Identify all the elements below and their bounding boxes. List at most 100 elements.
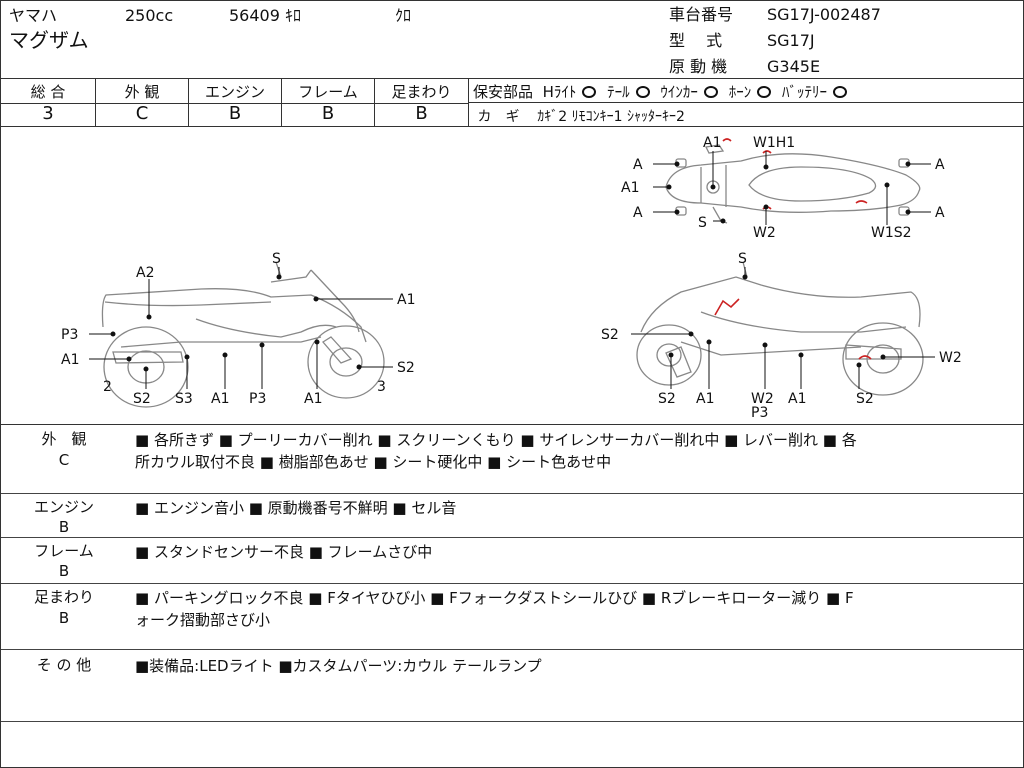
type-label: 型 式 (669, 31, 723, 50)
ok-circle-icon (635, 86, 650, 98)
remark-text: ■ エンジン音小 ■ 原動機番号不鮮明 ■ セル音 (135, 497, 1015, 519)
remark-line: 所カウル取付不良 ■ 樹脂部色あせ ■ シート硬化中 ■ シート色あせ中 (135, 453, 612, 471)
color: ｸﾛ (395, 6, 412, 25)
keys-value: ｶｷﾞ2 ﾘﾓｺﾝｷｰ1 ｼｬｯﾀｰｷｰ2 (537, 109, 685, 125)
ok-circle-icon (833, 86, 848, 98)
remark-line: ■装備品:LEDライト ■カスタムパーツ:カウル テールランプ (135, 657, 542, 675)
safety-row: 保安部品 Hﾗｲﾄ ﾃｰﾙ ｳｲﾝｶｰ ﾎｰﾝ ﾊﾞｯﾃﾘｰ (473, 81, 853, 102)
grade-exterior: 外 観 C (96, 79, 189, 127)
safety-divider (469, 102, 1024, 103)
top-view-scooter (665, 144, 921, 224)
ok-circle-icon (757, 86, 772, 98)
remark-line: ■ パーキングロック不良 ■ Fタイヤひび小 ■ Fフォークダストシールひび ■… (135, 589, 854, 607)
grade-label: 外 観 (124, 83, 160, 101)
damage-mark (722, 138, 732, 142)
remark-label: フレーム (34, 542, 94, 560)
diagram-label: S3 (175, 391, 193, 407)
remark-text: ■ 各所きず ■ プーリーカバー削れ ■ スクリーンくもり ■ サイレンサーカバ… (135, 429, 1015, 473)
diagram-label: A (633, 157, 643, 173)
diagram-label: S (738, 251, 747, 267)
diagram-label: S (272, 251, 281, 267)
grade-label: 足まわり (391, 83, 452, 101)
grade-value: B (321, 103, 335, 124)
diagram-label: S2 (397, 360, 415, 376)
remark-label: そ の 他 (36, 656, 92, 674)
remark-label: エンジン (33, 498, 94, 516)
grade-engine: エンジン B (189, 79, 282, 127)
diagram-label: P3 (751, 405, 768, 421)
damage-mark (858, 355, 872, 360)
remark-text: ■装備品:LEDライト ■カスタムパーツ:カウル テールランプ (135, 655, 1015, 677)
remark-text: ■ スタンドセンサー不良 ■ フレームさび中 (135, 541, 1015, 563)
remark-suspension: 足まわり B ■ パーキングロック不良 ■ Fタイヤひび小 ■ Fフォークダスト… (1, 587, 1024, 645)
remark-other: そ の 他 ■装備品:LEDライト ■カスタムパーツ:カウル テールランプ (1, 655, 1024, 715)
engine-label: 原 動 機 (669, 57, 728, 76)
safety-item: ﾎｰﾝ (728, 83, 752, 101)
diagram-label: A1 (703, 135, 721, 151)
grade-suspension: 足まわり B (375, 79, 469, 127)
remark-label: 足まわり (33, 588, 94, 606)
remark-label: 外 観 (41, 430, 87, 448)
diagram-label: A1 (304, 391, 322, 407)
separator (1, 721, 1024, 722)
safety-item: ｳｲﾝｶｰ (660, 83, 698, 101)
remark-engine: エンジン B ■ エンジン音小 ■ 原動機番号不鮮明 ■ セル音 (1, 497, 1024, 537)
remark-text: ■ パーキングロック不良 ■ Fタイヤひび小 ■ Fフォークダストシールひび ■… (135, 587, 1015, 631)
separator (1, 493, 1024, 494)
safety-item: ﾊﾞｯﾃﾘｰ (782, 83, 828, 101)
keys-label: カ ギ (477, 109, 520, 125)
safety-title: 保安部品 (473, 83, 534, 101)
separator (1, 649, 1024, 650)
maker: ヤマハ (9, 6, 58, 25)
remark-grade: B (58, 518, 70, 536)
diagram-label: P3 (61, 327, 78, 343)
frame-no-label: 車台番号 (669, 5, 734, 24)
grade-value: 3 (42, 103, 54, 124)
diagram-label: W2 (939, 350, 962, 366)
diagram-label: W1S2 (871, 225, 912, 241)
diagram-label: 2 (103, 379, 112, 395)
damage-mark (714, 298, 740, 316)
diagram-label: A (935, 157, 945, 173)
safety-parts: 保安部品 Hﾗｲﾄ ﾃｰﾙ ｳｲﾝｶｰ ﾎｰﾝ ﾊﾞｯﾃﾘｰ カ ギ ｶｷﾞ2 … (469, 79, 1024, 127)
diagram-label: A1 (61, 352, 79, 368)
grade-label: エンジン (204, 83, 265, 101)
grade-label: フレーム (298, 83, 358, 101)
damage-mark (855, 200, 868, 204)
type-value: SG17J (767, 31, 815, 50)
diagram-label: P3 (249, 391, 266, 407)
safety-item: Hﾗｲﾄ (542, 83, 577, 101)
grades-divider (1, 103, 468, 104)
remark-grade: B (58, 609, 70, 627)
right-side-scooter (636, 261, 924, 396)
mileage: 56409 ｷﾛ (229, 6, 301, 25)
keys-row: カ ギ ｶｷﾞ2 ﾘﾓｺﾝｷｰ1 ｼｬｯﾀｰｷｰ2 (473, 106, 685, 126)
remark-line: ■ エンジン音小 ■ 原動機番号不鮮明 ■ セル音 (135, 499, 457, 517)
diagram-label: W2 (751, 391, 774, 407)
safety-item: ﾃｰﾙ (607, 83, 630, 101)
grade-overall: 総 合 3 (1, 79, 96, 127)
diagram-label: S2 (856, 391, 874, 407)
diagram-label: W1H1 (753, 135, 795, 151)
remark-grade: C (58, 451, 70, 469)
engine-value: G345E (767, 57, 821, 76)
ok-circle-icon (582, 86, 597, 98)
diagram-label: A (633, 205, 643, 221)
grades-row: 総 合 3 外 観 C エンジン B フレーム B 足まわり B 保安部品 Hﾗ… (1, 79, 1024, 127)
grade-label: 総 合 (30, 83, 66, 101)
diagram-label: S2 (601, 327, 619, 343)
header: ヤマハ 250cc 56409 ｷﾛ ｸﾛ マグザム 車台番号 SG17J-00… (1, 1, 1024, 79)
frame-no: SG17J-002487 (767, 5, 881, 24)
displacement: 250cc (125, 6, 174, 25)
damage-mark (762, 150, 772, 154)
remarks-section: 外 観 C ■ 各所きず ■ プーリーカバー削れ ■ スクリーンくもり ■ サイ… (1, 425, 1024, 768)
grade-frame: フレーム B (282, 79, 375, 127)
model-name: マグザム (9, 28, 89, 52)
remark-line: ■ スタンドセンサー不良 ■ フレームさび中 (135, 543, 433, 561)
remark-grade: B (58, 562, 70, 580)
remark-line: ォーク摺動部さび小 (135, 611, 271, 629)
remark-line: ■ 各所きず ■ プーリーカバー削れ ■ スクリーンくもり ■ サイレンサーカバ… (135, 431, 857, 449)
diagram-label: A1 (397, 292, 415, 308)
remark-exterior: 外 観 C ■ 各所きず ■ プーリーカバー削れ ■ スクリーンくもり ■ サイ… (1, 427, 1024, 491)
grade-value: B (415, 103, 428, 124)
